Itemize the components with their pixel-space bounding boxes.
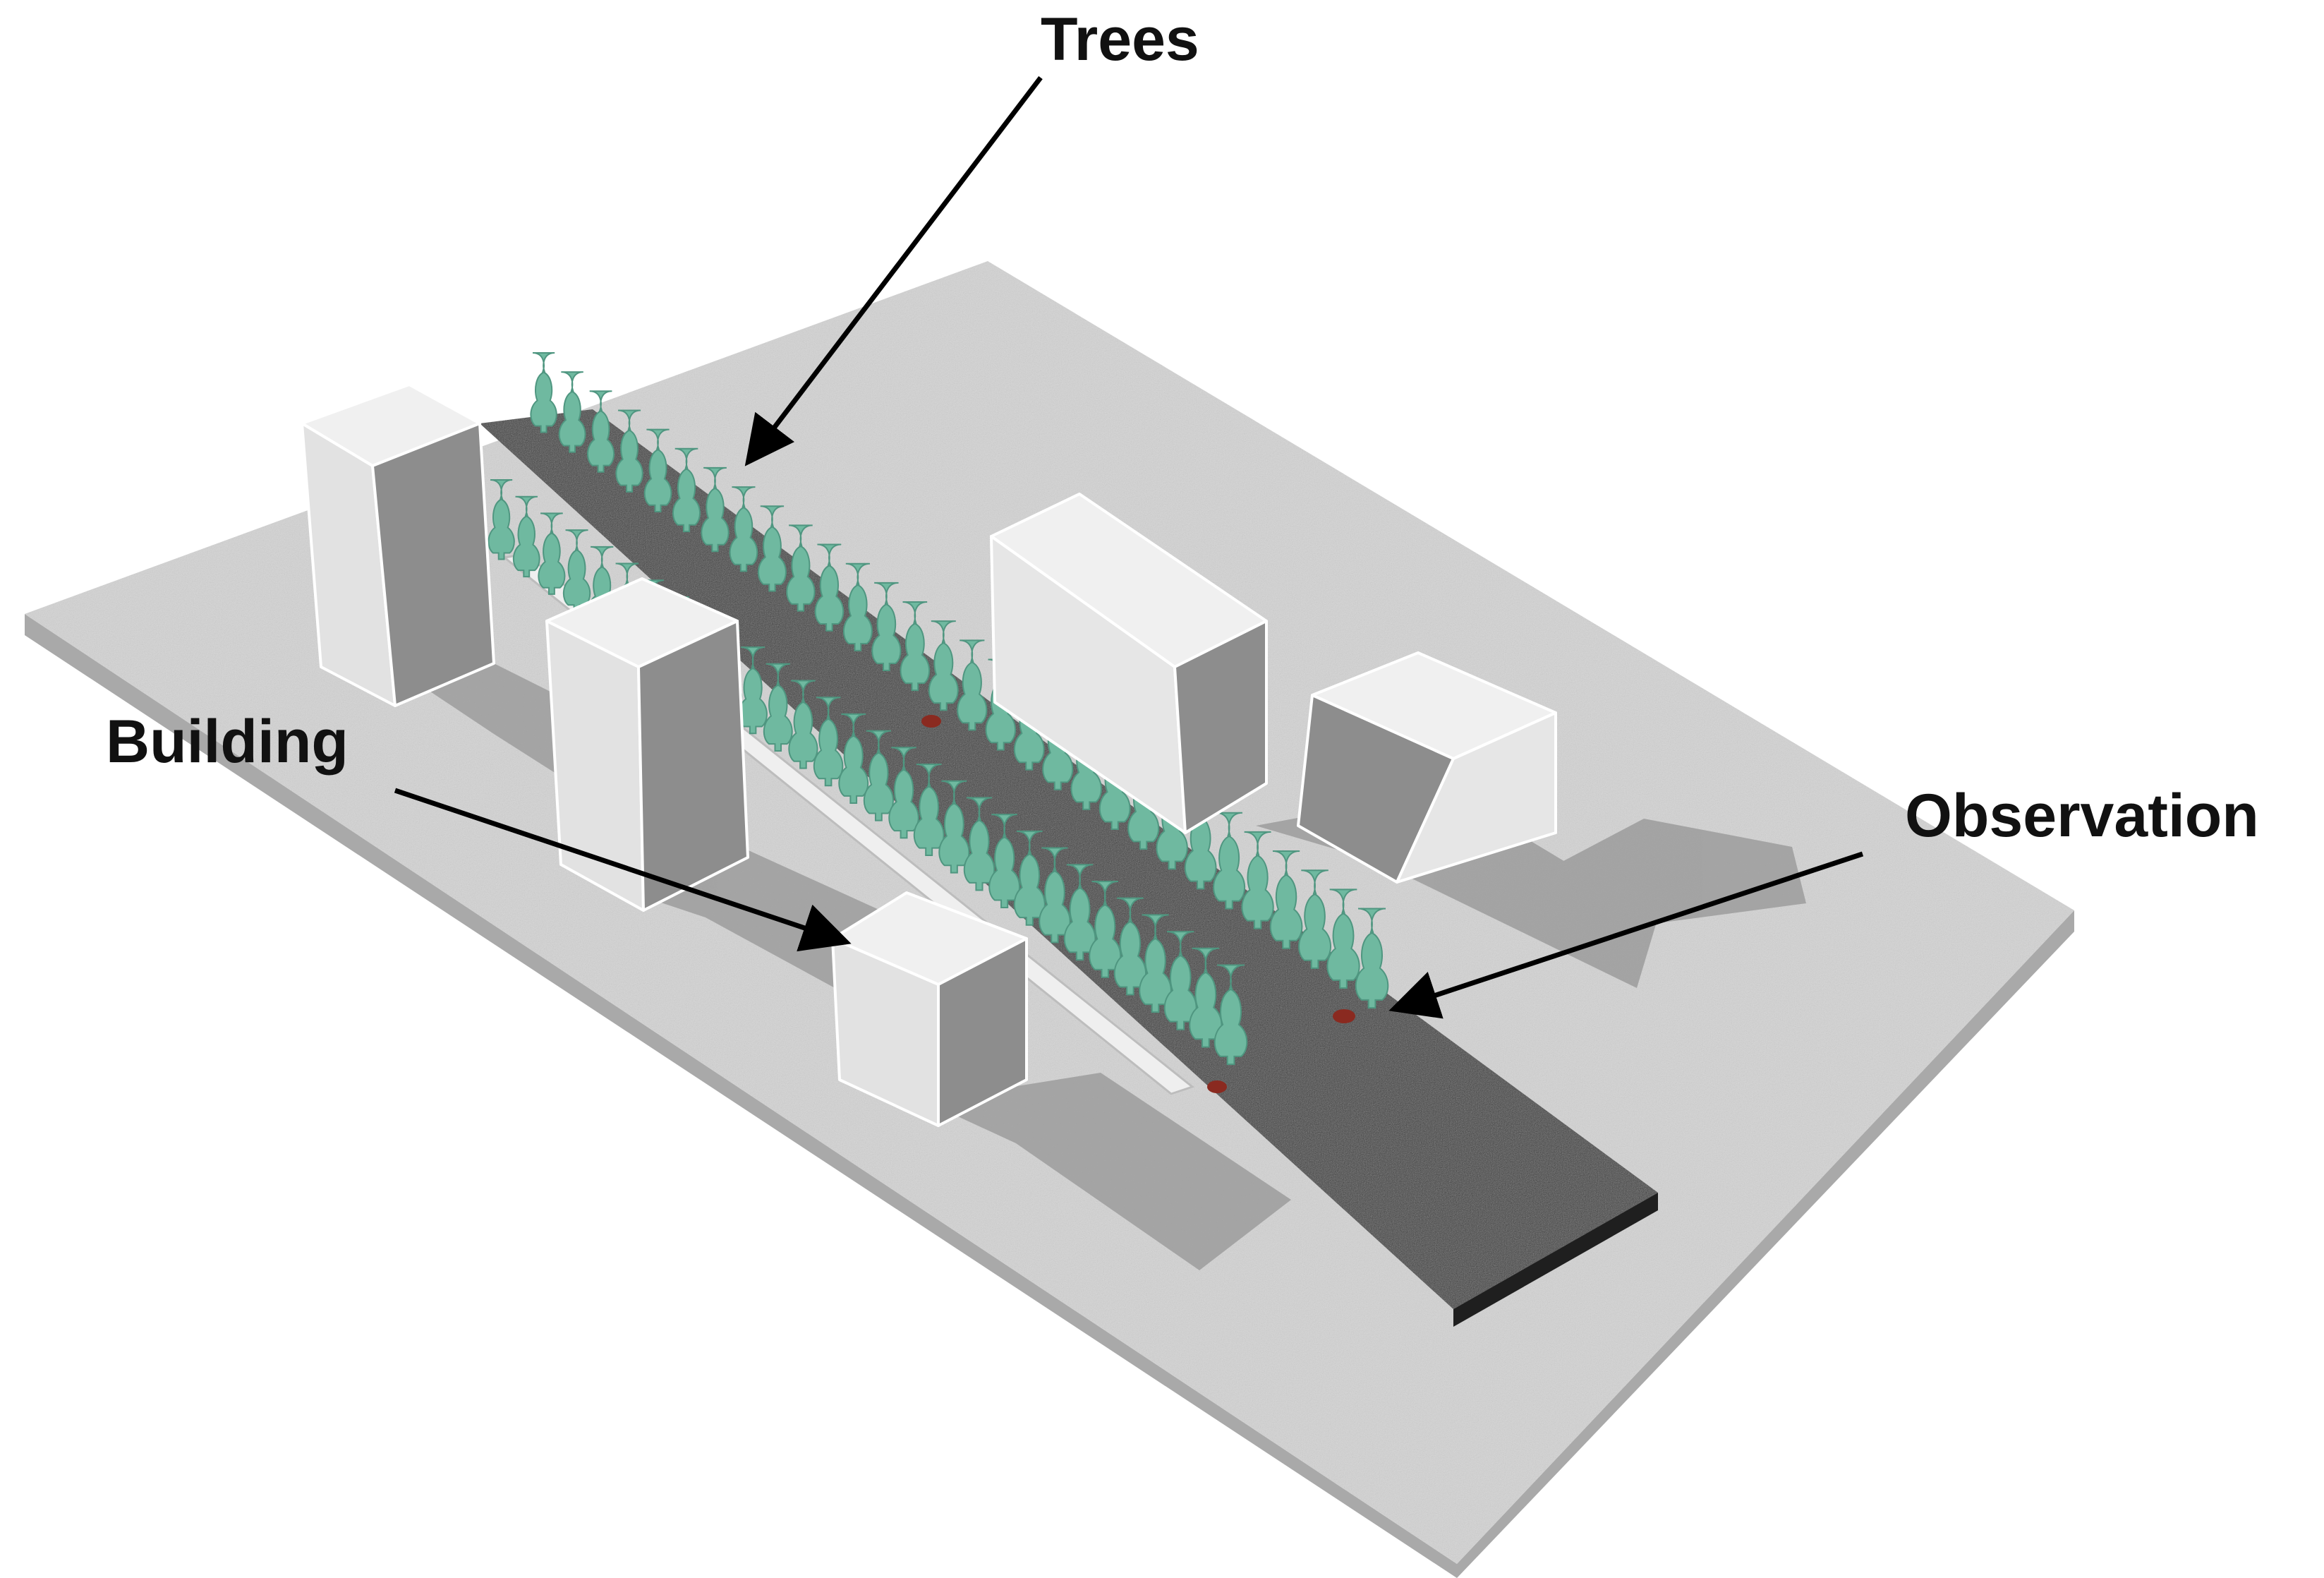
- observation-point: [1333, 1009, 1355, 1023]
- tree-icon: [643, 428, 672, 512]
- tree-icon: [738, 646, 768, 735]
- tree-icon: [988, 814, 1020, 909]
- building-b: [545, 577, 749, 912]
- building-d: [990, 493, 1268, 834]
- tree-icon: [512, 495, 540, 578]
- callouts: [394, 76, 1864, 1019]
- building-c: [831, 891, 1028, 1127]
- building-b-side: [637, 620, 749, 912]
- tree-icon: [530, 352, 557, 433]
- tree-icon: [863, 730, 894, 821]
- observation-label: Observation: [1905, 782, 2259, 850]
- tree-icon: [786, 524, 816, 612]
- tree-icon: [1269, 850, 1303, 949]
- tree-icon: [913, 764, 945, 856]
- observation-point: [1207, 1080, 1227, 1093]
- building-a: [301, 383, 495, 707]
- tree-icon: [1139, 914, 1172, 1013]
- tree-icon: [1189, 947, 1223, 1048]
- tree-icon: [1355, 908, 1389, 1009]
- tree-icon: [615, 409, 643, 493]
- tree-icon: [814, 543, 845, 632]
- tree-icon: [538, 512, 566, 595]
- tree-icon: [963, 797, 995, 891]
- tree-icon: [957, 639, 988, 731]
- trees-label: Trees: [1041, 6, 1199, 73]
- tree-icon: [900, 601, 931, 692]
- observation-points: [921, 715, 1355, 1093]
- tree-icon: [928, 620, 959, 711]
- road-surface: [480, 409, 1658, 1309]
- tree-icon: [1213, 812, 1246, 910]
- tree-icon: [701, 466, 730, 553]
- tree-icon: [1089, 880, 1122, 978]
- building-e-side: [1396, 711, 1557, 884]
- road-edge: [1453, 1193, 1658, 1327]
- tree-icon: [587, 390, 615, 473]
- building-d-side: [1173, 620, 1268, 834]
- tree-icon: [1298, 869, 1331, 969]
- observation-point: [921, 715, 941, 728]
- tree-icon: [1113, 897, 1147, 996]
- buildings: [301, 383, 1557, 1127]
- building-a-side: [371, 422, 495, 707]
- tree-icon: [938, 780, 970, 874]
- tree-icon: [729, 486, 758, 572]
- observation-arrow: [1388, 851, 1864, 1019]
- building-c-side: [937, 937, 1028, 1127]
- tree-icon: [1039, 847, 1071, 944]
- building-arrow: [394, 788, 852, 952]
- tree-icon: [488, 479, 515, 560]
- tree-icon: [558, 371, 586, 453]
- shadow-building-e: [1510, 819, 1806, 932]
- tree-icon: [871, 582, 902, 671]
- shadow-building-c: [924, 1073, 1291, 1270]
- tree-icon: [672, 447, 701, 533]
- tree-icon: [1326, 889, 1360, 989]
- building-label: Building: [106, 708, 349, 776]
- tree-icon: [763, 663, 793, 752]
- tree-icon: [1241, 831, 1274, 929]
- tree-icon: [1013, 830, 1046, 926]
- trees-arrow: [744, 76, 1043, 466]
- tree-icon: [813, 697, 844, 787]
- tree-icon: [838, 713, 869, 804]
- tree-icon: [1063, 864, 1096, 961]
- tree-icon: [842, 562, 873, 651]
- tree-icon: [888, 747, 919, 839]
- tree-row-near: [488, 479, 1248, 1066]
- tree-icon: [757, 505, 787, 592]
- tree-icon: [788, 680, 818, 769]
- building-e: [1297, 651, 1557, 884]
- tree-icon: [1163, 931, 1197, 1030]
- tree-icon: [1214, 964, 1248, 1066]
